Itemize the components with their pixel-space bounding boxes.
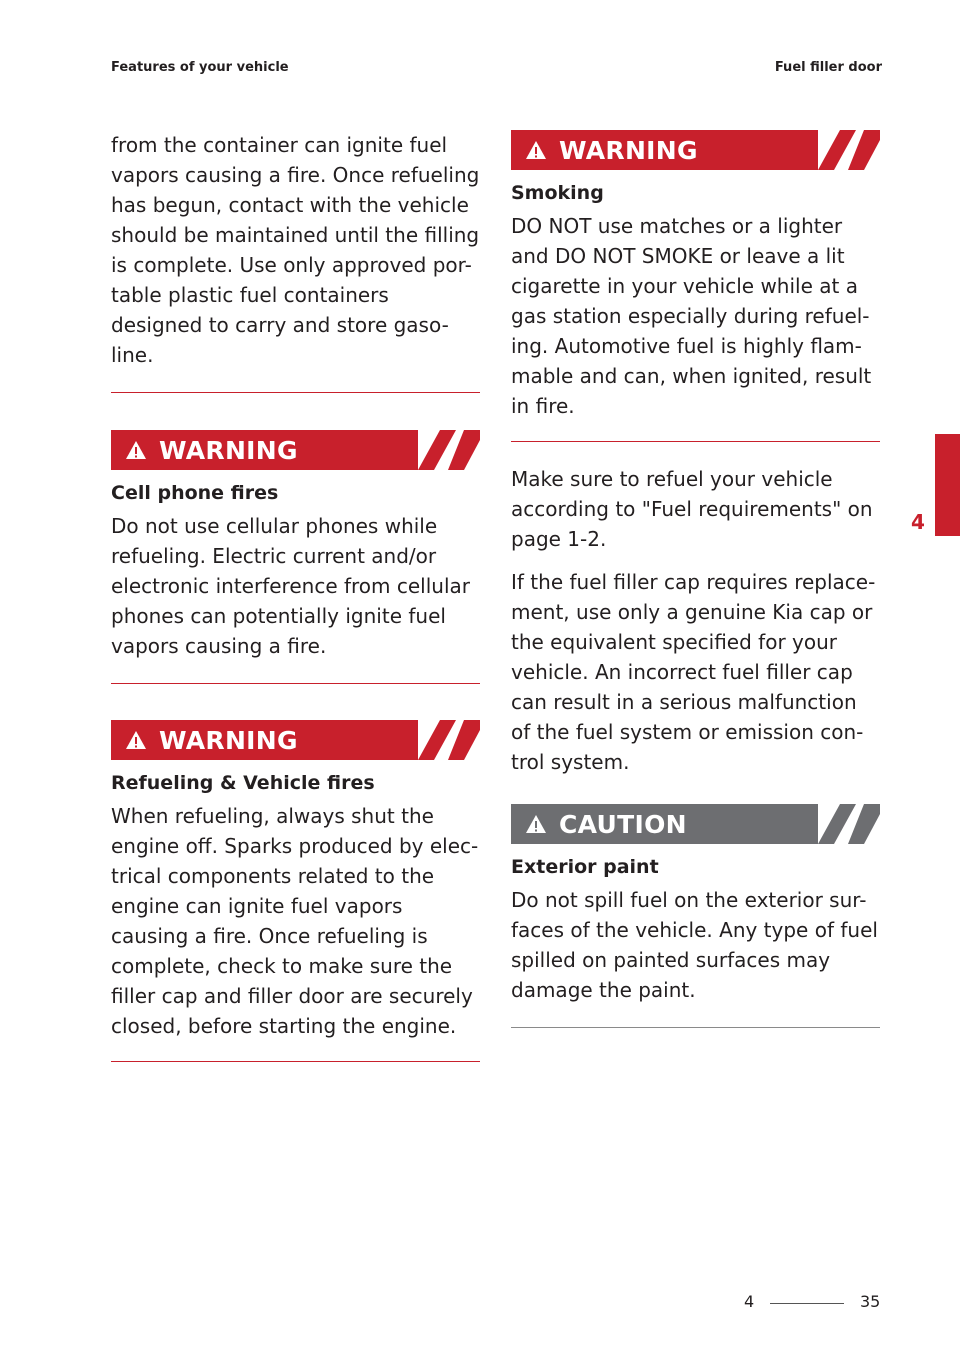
caution-subtitle: Exterior paint — [511, 856, 659, 878]
warning-subtitle: Refueling & Vehicle fires — [111, 772, 375, 794]
warning-box-refueling-fires: WARNING Refueling & Vehicle fires When r… — [111, 720, 480, 1062]
left-column: from the container can ignite fuel vapor… — [111, 130, 480, 1062]
footer-rule — [770, 1303, 844, 1304]
warning-subtitle: Smoking — [511, 182, 604, 204]
warning-end-rule — [111, 1061, 480, 1062]
caution-banner: CAUTION — [511, 804, 880, 844]
warning-box-cell-phone: WARNING Cell phone fires Do not use cell… — [111, 430, 480, 684]
footer-page-number: 35 — [860, 1292, 881, 1311]
banner-slash-decoration — [418, 430, 480, 470]
warning-body: Do not use cellular phones while refueli… — [111, 514, 471, 658]
caution-box-exterior-paint: CAUTION Exterior paint Do not spill fuel… — [511, 804, 880, 1028]
banner-slash-decoration — [818, 804, 880, 844]
filler-cap-paragraph: If the fuel filler cap requires replace-… — [511, 570, 876, 774]
banner-slash-decoration — [418, 720, 480, 760]
warning-subtitle: Cell phone fires — [111, 482, 279, 504]
warning-banner: WARNING — [111, 720, 480, 760]
banner-slash-decoration — [818, 130, 880, 170]
warning-label: WARNING — [159, 435, 298, 465]
warning-triangle-icon — [126, 441, 146, 459]
warning-banner: WARNING — [111, 430, 480, 470]
warning-triangle-icon — [526, 141, 546, 159]
section-divider — [111, 392, 480, 393]
warning-body: DO NOT use matches or a lighter and DO N… — [511, 214, 872, 418]
chapter-side-tab — [935, 434, 960, 536]
running-header-topic: Fuel filler door — [774, 60, 882, 75]
warning-body: When refueling, always shut the engine o… — [111, 804, 479, 1038]
intro-paragraph: from the container can ignite fuel vapor… — [111, 133, 480, 367]
warning-end-rule — [111, 683, 480, 684]
right-column: WARNING Smoking DO NOT use matches or a … — [511, 130, 880, 1028]
running-header-section: Features of your vehicle — [111, 60, 289, 75]
caution-triangle-icon — [526, 815, 546, 833]
warning-triangle-icon — [126, 731, 146, 749]
caution-end-rule — [511, 1027, 880, 1028]
warning-banner: WARNING — [511, 130, 880, 170]
caution-body: Do not spill fuel on the exterior sur-fa… — [511, 888, 878, 1002]
refuel-paragraph: Make sure to refuel your vehicle accordi… — [511, 467, 873, 551]
warning-box-smoking: WARNING Smoking DO NOT use matches or a … — [511, 130, 880, 442]
warning-label: WARNING — [559, 135, 698, 165]
warning-end-rule — [511, 441, 880, 442]
caution-label: CAUTION — [559, 809, 687, 839]
warning-label: WARNING — [159, 725, 298, 755]
footer-chapter-number: 4 — [744, 1292, 755, 1311]
chapter-side-number: 4 — [911, 510, 925, 534]
